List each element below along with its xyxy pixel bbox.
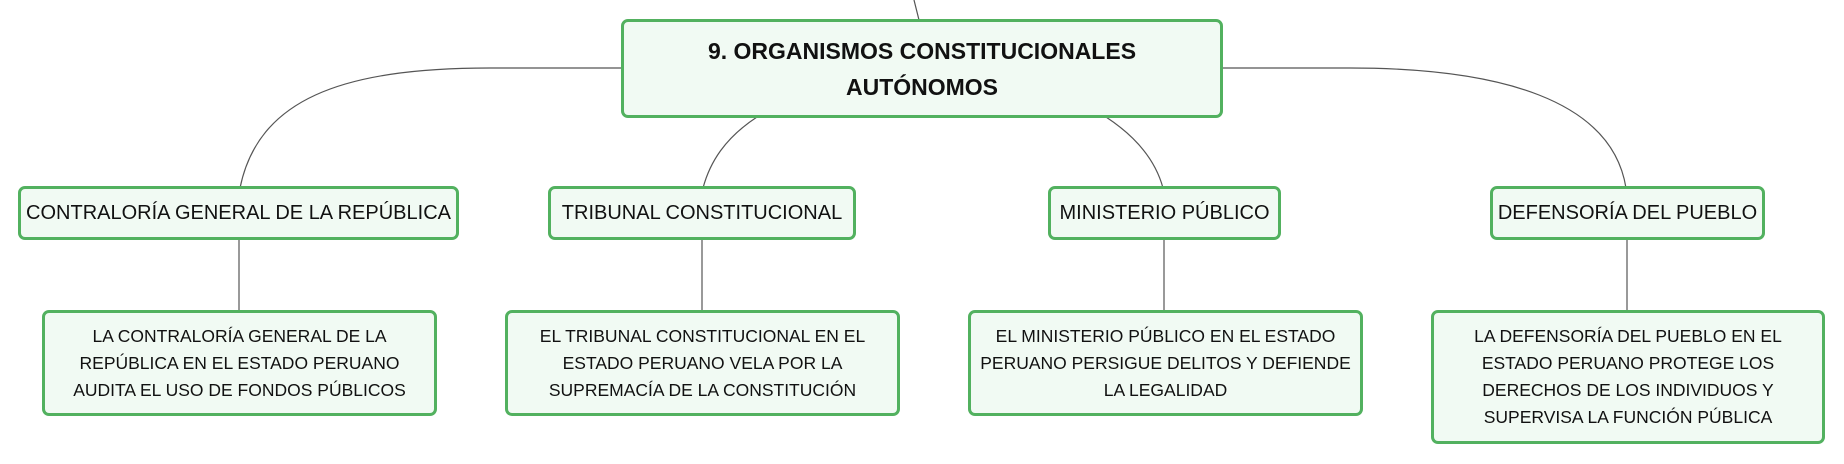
connector-root-tribunal [702, 116, 758, 189]
description-text: LA DEFENSORÍA DEL PUEBLO EN EL ESTADO PE… [1474, 326, 1782, 427]
description-node-contraloria[interactable]: LA CONTRALORÍA GENERAL DE LA REPÚBLICA E… [42, 310, 437, 416]
connector-root-ministerio [1105, 116, 1164, 189]
description-text: EL MINISTERIO PÚBLICO EN EL ESTADO PERUA… [980, 325, 1351, 400]
root-node-label: 9. ORGANISMOS CONSTITUCIONALES AUTÓNOMOS [707, 37, 1137, 100]
description-text: LA CONTRALORÍA GENERAL DE LA REPÚBLICA E… [73, 325, 406, 400]
description-node-defensoria[interactable]: LA DEFENSORÍA DEL PUEBLO EN EL ESTADO PE… [1431, 310, 1825, 444]
description-text: EL TRIBUNAL CONSTITUCIONAL EN EL ESTADO … [539, 325, 866, 400]
description-node-tribunal[interactable]: EL TRIBUNAL CONSTITUCIONAL EN EL ESTADO … [505, 310, 900, 416]
branch-node-tribunal[interactable]: TRIBUNAL CONSTITUCIONAL [548, 186, 856, 240]
connector-parent-root [913, 0, 920, 21]
root-node[interactable]: 9. ORGANISMOS CONSTITUCIONALES AUTÓNOMOS [621, 19, 1223, 118]
branch-node-label: MINISTERIO PÚBLICO [1059, 202, 1270, 224]
branch-node-label: TRIBUNAL CONSTITUCIONAL [561, 202, 843, 224]
description-node-ministerio[interactable]: EL MINISTERIO PÚBLICO EN EL ESTADO PERUA… [968, 310, 1363, 416]
branch-node-label: CONTRALORÍA GENERAL DE LA REPÚBLICA [26, 202, 451, 224]
connector-root-defensoria [1221, 67, 1627, 189]
branch-node-defensoria[interactable]: DEFENSORÍA DEL PUEBLO [1490, 186, 1765, 240]
branch-node-label: DEFENSORÍA DEL PUEBLO [1497, 202, 1758, 224]
branch-node-ministerio[interactable]: MINISTERIO PÚBLICO [1048, 186, 1281, 240]
connector-root-contraloria [239, 67, 623, 189]
branch-node-contraloria[interactable]: CONTRALORÍA GENERAL DE LA REPÚBLICA [18, 186, 459, 240]
